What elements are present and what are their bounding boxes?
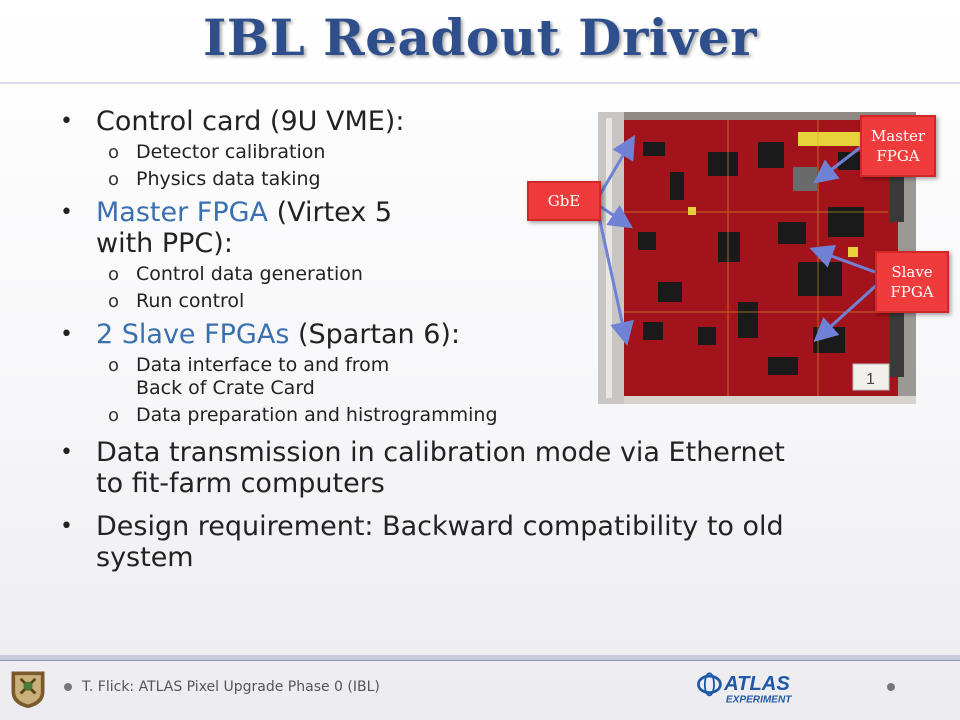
sub-text: Physics data taking (136, 168, 321, 190)
bullet-glyph: • (60, 440, 73, 465)
master-label-line2: FPGA (876, 147, 920, 165)
bullet-text: Data transmission in calibration mode vi… (96, 437, 785, 468)
master-fpga-callout: Master FPGA (860, 115, 936, 177)
bullet-text: Design requirement: Backward compatibili… (96, 511, 784, 542)
bullet-text-cont: to fit-farm computers (96, 468, 385, 499)
bullet-glyph: • (60, 514, 73, 539)
bullet-text: (Spartan 6): (289, 319, 461, 350)
bullet-design-requirement: • Design requirement: Backward compatibi… (58, 511, 918, 573)
atlas-logo-sub: EXPERIMENT (726, 695, 792, 706)
university-crest-logo-icon (11, 671, 45, 709)
sub-glyph: o (108, 355, 120, 376)
sub-text: Run control (136, 290, 245, 312)
sub-bullet: o Run control (58, 290, 918, 313)
bullet-text-cont: system (96, 542, 194, 573)
bullet-glyph: • (60, 200, 73, 225)
bullet-data-transmission: • Data transmission in calibration mode … (58, 437, 918, 499)
sub-glyph: o (108, 169, 120, 190)
slave-fpga-callout: Slave FPGA (875, 251, 949, 313)
sub-text: Data preparation and histrogramming (136, 404, 498, 426)
sub-text: Detector calibration (136, 141, 326, 163)
bullet-highlight: 2 Slave FPGAs (96, 319, 290, 350)
slide-content: • Control card (9U VME): o Detector cali… (58, 106, 918, 577)
gbe-label: GbE (547, 192, 581, 210)
sub-bullet: o Data preparation and histrogramming (58, 404, 918, 427)
footer-dot-right (887, 683, 895, 691)
gbe-callout: GbE (527, 181, 601, 221)
atlas-experiment-logo-icon: ATLAS EXPERIMENT (697, 672, 792, 706)
bullet-master-fpga: • Master FPGA (Virtex 5 with PPC): (58, 197, 566, 259)
master-label-line1: Master (870, 127, 926, 145)
bullet-control-card: • Control card (9U VME): (58, 106, 918, 137)
title-divider (0, 82, 960, 84)
slave-label-line2: FPGA (890, 283, 934, 301)
bullet-glyph: • (60, 322, 73, 347)
bullet-text: (Virtex 5 (268, 197, 393, 228)
sub-bullet: o Physics data taking (58, 168, 918, 191)
sub-text: Control data generation (136, 263, 363, 285)
sub-bullet: o Control data generation (58, 263, 918, 286)
bullet-glyph: • (60, 109, 73, 134)
sub-bullet: o Data interface to and from Back of Cra… (58, 354, 918, 400)
sub-text: Data interface to and from (136, 354, 390, 376)
bullet-slave-fpgas: • 2 Slave FPGAs (Spartan 6): (58, 319, 918, 350)
bullet-text-cont: with PPC): (96, 228, 233, 259)
slide-title: IBL Readout Driver (202, 8, 758, 67)
board-label: 1 (866, 371, 875, 388)
footer-divider (0, 655, 960, 660)
bullet-highlight: Master FPGA (96, 197, 268, 228)
sub-bullet: o Detector calibration (58, 141, 918, 164)
sub-glyph: o (108, 291, 120, 312)
sub-glyph: o (108, 264, 120, 285)
sub-text-cont: Back of Crate Card (136, 377, 315, 399)
bullet-text: Control card (9U VME): (96, 106, 405, 137)
sub-glyph: o (108, 142, 120, 163)
footer-dot-left (64, 683, 72, 691)
footer-divider-line (0, 660, 960, 661)
slave-label-line1: Slave (891, 263, 933, 281)
footer-text: T. Flick: ATLAS Pixel Upgrade Phase 0 (I… (82, 679, 380, 695)
sub-glyph: o (108, 405, 120, 426)
atlas-logo-text: ATLAS (723, 673, 790, 695)
